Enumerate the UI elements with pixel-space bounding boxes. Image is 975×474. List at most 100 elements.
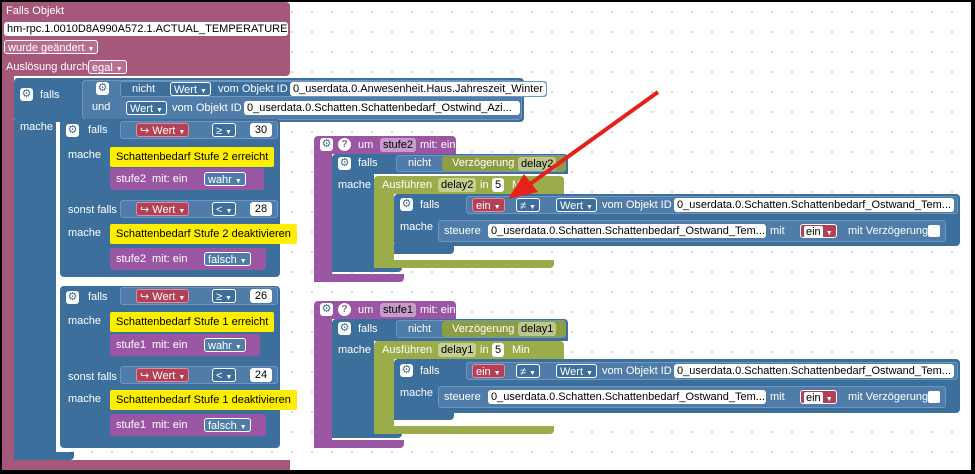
operator-dropdown[interactable]: ≠▼	[516, 364, 540, 378]
not-label: nicht	[408, 157, 432, 169]
help-icon[interactable]: ?	[338, 138, 351, 151]
chevron-down-icon: ▼	[529, 204, 536, 211]
object-id-field[interactable]: 0_userdata.0.Anwesenheit.Haus.Jahreszeit…	[290, 82, 546, 96]
chevron-down-icon: ▼	[493, 370, 501, 377]
bool-dropdown[interactable]: wahr▼	[204, 172, 246, 186]
operator-dropdown[interactable]: ≥▼	[212, 123, 236, 137]
trigger-object-field[interactable]: hm-rpc.1.0010D8A990A572.1.ACTUAL_TEMPERA…	[4, 22, 288, 36]
number-field[interactable]: 26	[250, 289, 272, 303]
function-name-field[interactable]: stufe1	[380, 303, 416, 317]
with-delay-label: mit Verzögerung	[848, 391, 929, 403]
gear-icon[interactable]: ⚙	[20, 88, 33, 101]
delay-label: Verzögerung	[452, 157, 515, 169]
chevron-down-icon: ▼	[156, 107, 163, 114]
if-label: falls	[88, 291, 108, 303]
inner-if-bottom	[394, 410, 454, 420]
do-label: mache	[68, 315, 102, 327]
call-param: mit: ein	[152, 173, 188, 185]
help-icon[interactable]: ?	[338, 303, 351, 316]
bool-dropdown[interactable]: wahr▼	[204, 338, 246, 352]
bool-dropdown[interactable]: falsch▼	[204, 252, 251, 266]
gear-icon[interactable]: ⚙	[338, 322, 351, 335]
gear-icon[interactable]: ⚙	[96, 82, 109, 95]
object-id-field[interactable]: 0_userdata.0.Schatten.Schattenbedarf_Ost…	[674, 364, 954, 378]
not-label: nicht	[408, 323, 432, 335]
param-dropdown[interactable]: ein▼	[800, 224, 837, 238]
trigger-block[interactable]	[2, 2, 290, 76]
and-label: und	[92, 101, 111, 113]
bool-label: falsch	[208, 420, 237, 432]
delay-var-field[interactable]: delay1	[518, 322, 557, 336]
timeout-number-field[interactable]: 5	[492, 343, 505, 357]
operator-dropdown[interactable]: <▼	[212, 368, 237, 382]
object-id-field[interactable]: 0_userdata.0.Schatten.Schattenbedarf_Ost…	[244, 101, 520, 115]
chevron-down-icon: ▼	[178, 374, 186, 381]
timeout-number-field[interactable]: 5	[492, 178, 505, 192]
chevron-down-icon: ▼	[178, 295, 186, 302]
operator-dropdown[interactable]: ≠▼	[516, 198, 540, 212]
bool-label: wahr	[208, 340, 232, 352]
value-dropdown[interactable]: Wert▼	[556, 364, 597, 378]
number-field[interactable]: 28	[250, 202, 272, 216]
function-block-spine	[314, 317, 332, 445]
delay-checkbox[interactable]	[928, 391, 940, 403]
gear-icon[interactable]: ⚙	[66, 291, 79, 304]
comment-text[interactable]: Schattenbedarf Stufe 2 erreicht	[110, 147, 275, 167]
gear-icon[interactable]: ⚙	[400, 198, 413, 211]
if-block-spine	[332, 172, 374, 268]
value-dropdown[interactable]: Wert▼	[126, 101, 167, 115]
operator-dropdown[interactable]: <▼	[212, 202, 237, 216]
comment-text[interactable]: Schattenbedarf Stufe 1 erreicht	[110, 312, 275, 332]
value-dropdown[interactable]: Wert▼	[170, 82, 211, 96]
object-id-field[interactable]: 0_userdata.0.Schatten.Schattenbedarf_Ost…	[674, 198, 954, 212]
value-dropdown[interactable]: ↪ Wert▼	[136, 123, 190, 137]
do-label: mache	[400, 221, 434, 233]
gear-icon[interactable]: ⚙	[338, 157, 351, 170]
bool-dropdown[interactable]: falsch▼	[204, 418, 251, 432]
call-name: stufe2	[116, 173, 146, 185]
trigger-label: Auslösung durch	[6, 61, 88, 73]
else-if-label: sonst falls	[68, 204, 117, 216]
param-dropdown[interactable]: ein▼	[800, 390, 837, 404]
delay-checkbox[interactable]	[928, 225, 940, 237]
value-label: Wert	[152, 370, 176, 382]
gear-icon[interactable]: ⚙	[66, 124, 79, 137]
operator-label: <	[216, 204, 223, 216]
trigger-value-dropdown[interactable]: egal▼	[88, 60, 127, 74]
function-name-field[interactable]: stufe2	[380, 138, 416, 152]
chevron-down-icon: ▼	[87, 46, 95, 53]
trigger-changed-dropdown[interactable]: wurde geändert▼	[4, 40, 99, 54]
return-icon: ↪	[140, 291, 153, 303]
gear-icon[interactable]: ⚙	[320, 138, 333, 151]
gear-icon[interactable]: ⚙	[320, 303, 333, 316]
do-label: mache	[68, 227, 102, 239]
value-dropdown[interactable]: ↪ Wert▼	[136, 289, 190, 303]
value-dropdown-label: Wert	[130, 103, 154, 115]
chevron-down-icon: ▼	[178, 129, 186, 136]
comment-text[interactable]: Schattenbedarf Stufe 2 deaktivieren	[110, 224, 297, 244]
number-field[interactable]: 24	[250, 368, 272, 382]
chevron-down-icon: ▼	[225, 129, 232, 136]
chevron-down-icon: ▼	[234, 344, 242, 351]
value-dropdown[interactable]: ↪ Wert▼	[136, 368, 190, 382]
gear-icon[interactable]: ⚙	[400, 364, 413, 377]
param-dropdown[interactable]: ein▼	[472, 198, 505, 212]
timeout-name-field[interactable]: delay1	[438, 343, 477, 357]
operator-dropdown[interactable]: ≥▼	[212, 289, 236, 303]
value-dropdown[interactable]: ↪ Wert▼	[136, 202, 190, 216]
delay-label: Verzögerung	[452, 323, 515, 335]
control-object-field[interactable]: 0_userdata.0.Schatten.Schattenbedarf_Ost…	[488, 390, 766, 404]
param-dropdown[interactable]: ein▼	[472, 364, 505, 378]
value-dropdown[interactable]: Wert▼	[556, 198, 597, 212]
chevron-down-icon: ▼	[234, 178, 242, 185]
delay-var-field[interactable]: delay2	[518, 157, 557, 171]
in-label: in	[480, 344, 489, 356]
comment-text[interactable]: Schattenbedarf Stufe 1 deaktivieren	[110, 390, 297, 410]
timeout-name-field[interactable]: delay2	[438, 178, 477, 192]
number-field[interactable]: 30	[250, 123, 272, 137]
call-name: stufe1	[116, 339, 146, 351]
control-object-field[interactable]: 0_userdata.0.Schatten.Schattenbedarf_Ost…	[488, 224, 766, 238]
if-label: falls	[420, 365, 440, 377]
bool-label: falsch	[208, 254, 237, 266]
